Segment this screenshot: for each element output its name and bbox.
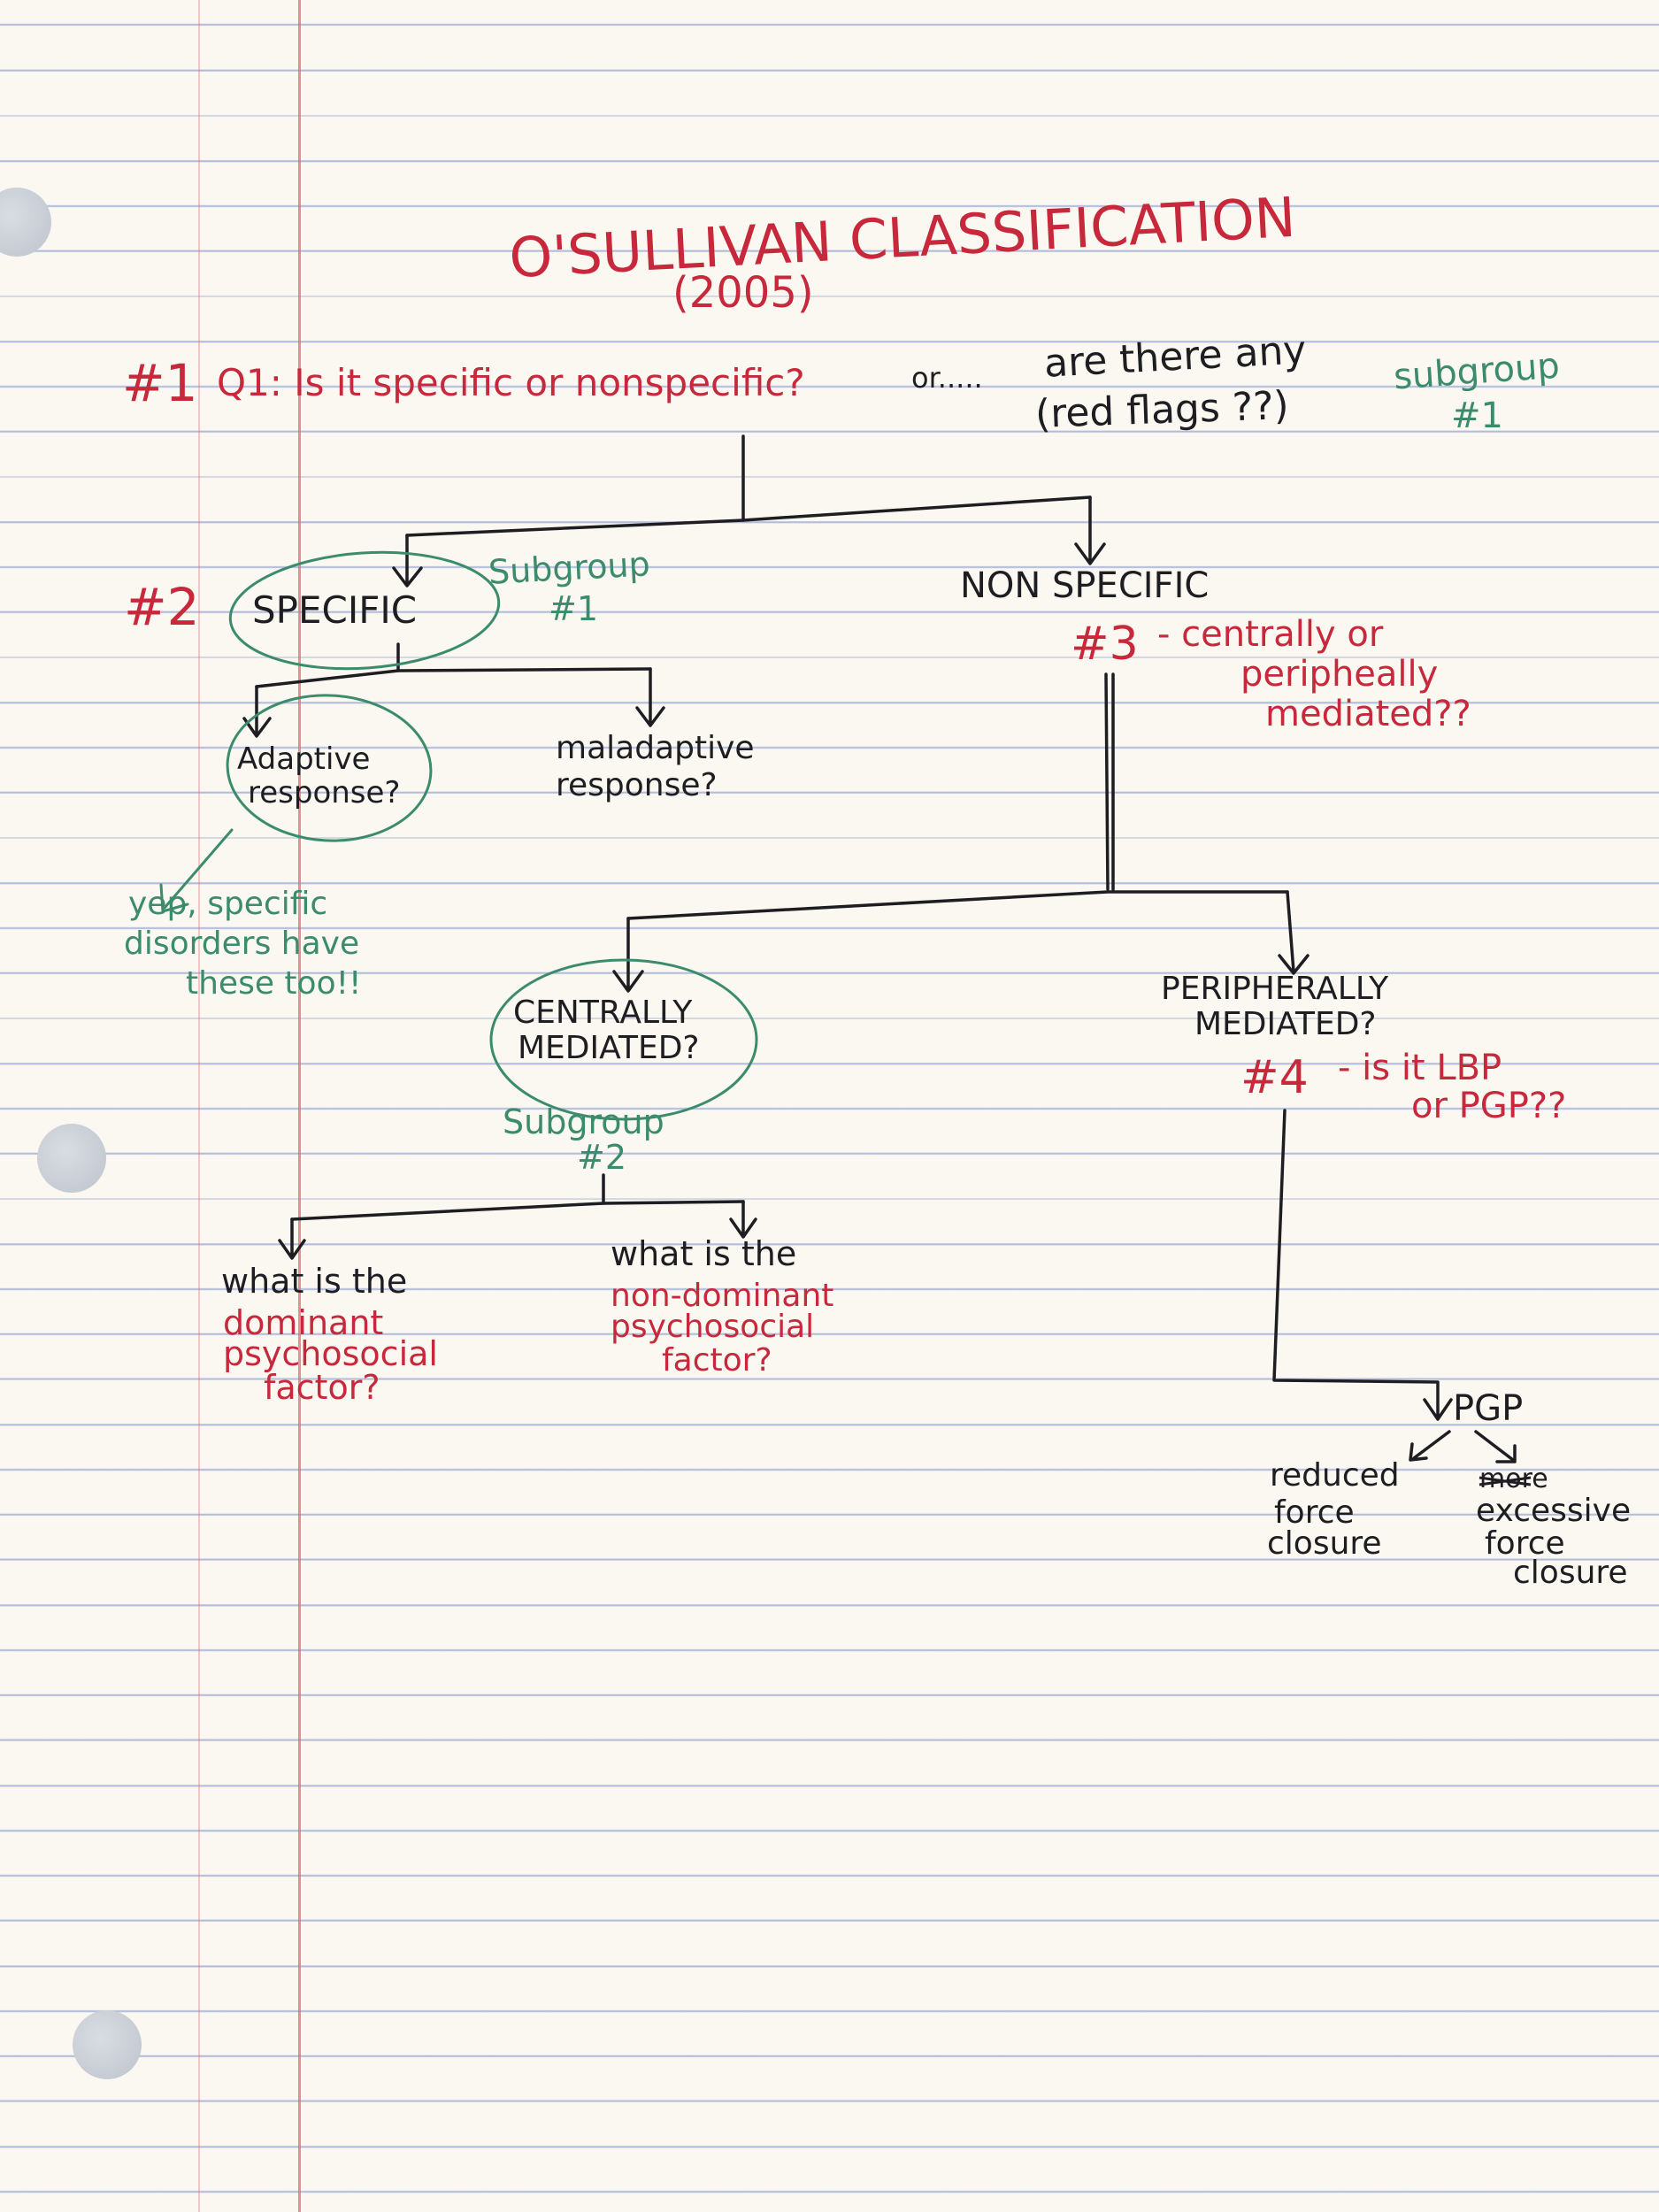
step-number-1: #1 bbox=[122, 353, 198, 413]
red-flags-line2: (red flags ??) bbox=[1034, 383, 1290, 437]
excessive-struck-word: more bbox=[1479, 1463, 1548, 1494]
excessive-line1: excessive bbox=[1476, 1493, 1632, 1529]
maladaptive-node-line1: maladaptive bbox=[556, 730, 755, 766]
excessive-line2: force bbox=[1485, 1525, 1565, 1562]
step-number-4: #4 bbox=[1240, 1051, 1309, 1104]
non-dominant-line3: psychosocial bbox=[611, 1309, 815, 1345]
reduced-line1: reduced bbox=[1270, 1457, 1400, 1494]
centrally-subgroup-label: Subgroup bbox=[503, 1102, 664, 1141]
step-number-3: #3 bbox=[1071, 618, 1139, 671]
alt-prefix: or..... bbox=[911, 361, 983, 395]
centrally-node-line2: MEDIATED? bbox=[518, 1030, 700, 1066]
margin-line-faint bbox=[198, 0, 200, 2212]
q1-subgroup-number: #1 bbox=[1451, 396, 1503, 436]
step-number-2: #2 bbox=[124, 577, 200, 637]
adaptive-note-line1: yep, specific bbox=[128, 886, 328, 922]
excessive-line3: closure bbox=[1513, 1555, 1628, 1591]
peripherally-question-line1: - is it LBP bbox=[1338, 1048, 1502, 1088]
adaptive-note-line3: these too!! bbox=[186, 965, 362, 1002]
question-1: Q1: Is it specific or nonspecific? bbox=[217, 361, 805, 404]
adaptive-node-line1: Adaptive bbox=[237, 741, 371, 777]
dominant-line1: what is the bbox=[221, 1262, 408, 1301]
punch-hole-bottom bbox=[73, 2010, 142, 2079]
non-dominant-line4: factor? bbox=[662, 1342, 772, 1379]
non-specific-question-line3: mediated?? bbox=[1265, 694, 1471, 734]
specific-subgroup-number: #1 bbox=[549, 589, 599, 628]
dominant-line2: dominant bbox=[223, 1303, 384, 1342]
specific-node: SPECIFIC bbox=[252, 588, 418, 632]
centrally-subgroup-number: #2 bbox=[577, 1138, 627, 1177]
punch-hole-middle bbox=[37, 1124, 106, 1193]
non-specific-question-line2: peripheally bbox=[1240, 654, 1439, 695]
peripherally-question-line2: or PGP?? bbox=[1411, 1086, 1567, 1126]
non-specific-question-line1: - centrally or bbox=[1157, 614, 1384, 655]
adaptive-note-line2: disorders have bbox=[124, 926, 360, 962]
dominant-line4: factor? bbox=[264, 1368, 380, 1407]
margin-line bbox=[298, 0, 301, 2212]
pgp-node: PGP bbox=[1453, 1388, 1524, 1429]
non-specific-node: NON SPECIFIC bbox=[960, 565, 1210, 606]
reduced-line2: force bbox=[1274, 1494, 1355, 1531]
centrally-node-line1: CENTRALLY bbox=[513, 995, 693, 1031]
non-dominant-line1: what is the bbox=[611, 1234, 797, 1273]
reduced-line3: closure bbox=[1267, 1525, 1382, 1562]
dominant-line3: psychosocial bbox=[223, 1334, 438, 1373]
adaptive-node-line2: response? bbox=[248, 775, 401, 810]
non-dominant-line2: non-dominant bbox=[611, 1278, 834, 1314]
maladaptive-node-line2: response? bbox=[556, 767, 718, 803]
peripherally-node-line2: MEDIATED? bbox=[1194, 1006, 1377, 1042]
peripherally-node-line1: PERIPHERALLY bbox=[1161, 971, 1389, 1007]
diagram-year: (2005) bbox=[672, 268, 814, 318]
